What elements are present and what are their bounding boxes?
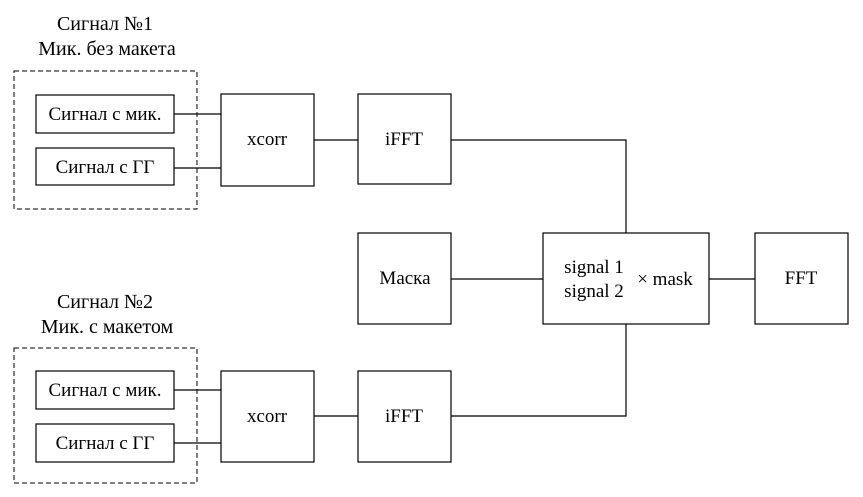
xcorr-top-label: xcorr [247,129,288,150]
combiner-operation-label: × mask [637,269,693,290]
wire-ifft-top-to-combiner [451,139,627,233]
group2-mic-signal-label: Сигнал с мик. [49,380,162,401]
fft-label: FFT [785,268,818,289]
xcorr-top-block [220,93,315,187]
ifft-bottom-block [357,370,452,463]
group2-dashed-frame [13,347,198,484]
group2-generator-signal-label: Сигнал с ГГ [56,433,155,454]
group2-title-line1: Сигнал №2 [57,291,153,313]
group1-generator-signal-block [35,147,175,186]
group2-generator-signal-block [35,423,175,463]
group1-title-line2: Мик. без макета [38,38,176,60]
group1-mic-signal-block [35,94,175,134]
combiner-signal2-label: signal 2 [564,281,624,302]
group1-generator-signal-label: Сигнал с ГГ [56,157,155,178]
group1-mic-signal-label: Сигнал с мик. [49,104,162,125]
combiner-signal1-label: signal 1 [564,257,624,278]
xcorr-bottom-label: xcorr [247,406,288,427]
wire-ifft-bottom-to-combiner [451,324,627,417]
ifft-bottom-label: iFFT [385,406,423,427]
group1-title-line1: Сигнал №1 [57,13,153,35]
group1-dashed-frame [13,70,198,210]
fft-block [754,232,849,325]
ifft-top-block [357,93,452,185]
mask-label: Маска [379,268,431,289]
combiner-block [542,232,710,325]
mask-block [357,232,452,325]
group2-title-line2: Мик. с макетом [41,316,174,338]
ifft-top-label: iFFT [385,129,423,150]
